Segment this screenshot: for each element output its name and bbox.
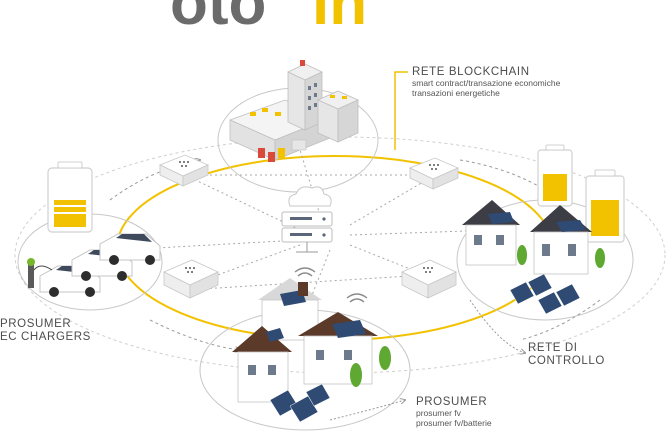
blockchain-heading: RETE BLOCKCHAIN	[412, 66, 530, 78]
blockchain-buildings	[228, 60, 359, 162]
prosumer-label: PROSUMER prosumer fv prosumer fv/batteri…	[416, 396, 492, 429]
prosumer-subtitle-1: prosumer fv	[416, 408, 461, 419]
logo-text-right: in	[312, 0, 367, 38]
server-icon	[281, 211, 333, 253]
blockchain-label: RETE BLOCKCHAIN smart contract/transazio…	[412, 66, 560, 99]
control-label: RETE DI CONTROLLO	[528, 342, 605, 368]
control-arrow	[469, 299, 525, 353]
cloud-icon	[288, 186, 332, 207]
blockchain-subtitle-2: transazioni energetiche	[412, 87, 500, 98]
prosumer-heading: PROSUMER	[416, 396, 488, 408]
logo-text-left: oto	[170, 0, 266, 38]
control-label-line1: RETE DI	[528, 342, 578, 354]
router-top-right	[409, 157, 459, 190]
logo: oto in	[170, 0, 367, 38]
router-right	[401, 259, 457, 299]
router-top-left	[159, 154, 209, 187]
prosumer-arrow	[329, 400, 405, 421]
blockchain-subtitle-1: smart contract/transazione economiche	[412, 78, 561, 89]
electric-cars	[27, 233, 161, 297]
prosumer-subtitle-2: prosumer fv/batterie	[416, 417, 492, 428]
houses-control	[462, 200, 605, 315]
router-left	[163, 259, 219, 299]
blockchain-leader-line	[394, 71, 408, 150]
battery-icon-left	[47, 161, 93, 233]
ev-label-line2: EC CHARGERS	[0, 331, 91, 344]
battery-icon-right-2	[585, 169, 625, 243]
ev-label: PROSUMER EC CHARGERS	[0, 318, 91, 344]
ev-label-line1: PROSUMER	[0, 318, 72, 330]
control-label-line2: CONTROLLO	[528, 355, 605, 368]
battery-icon-right-1	[537, 144, 573, 207]
houses-prosumer	[232, 267, 391, 423]
